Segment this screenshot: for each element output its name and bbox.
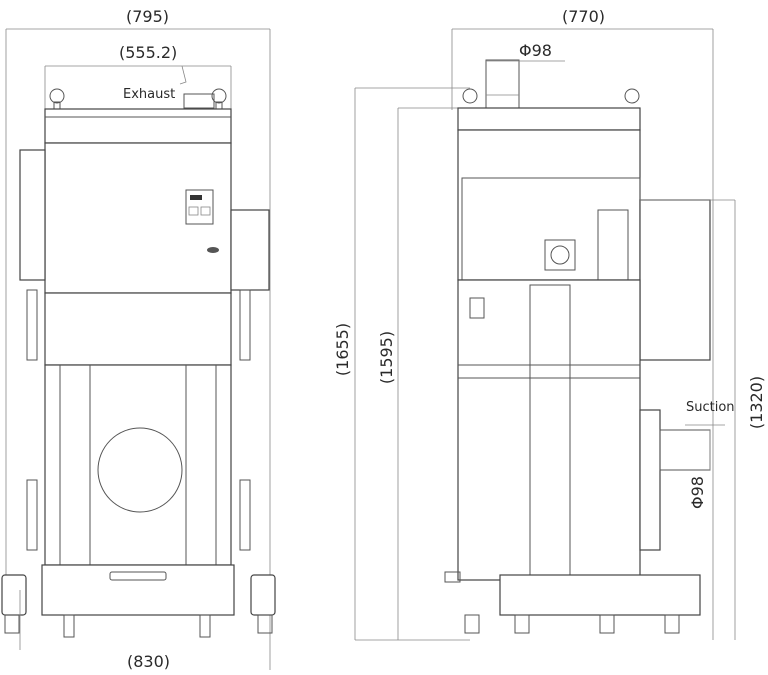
exhaust-diameter-label: Φ98: [519, 41, 552, 60]
suction-label: Suction: [686, 400, 735, 415]
front-view: [1, 28, 276, 670]
base-width-label: (830): [127, 652, 171, 671]
overall-width-label: (795): [126, 7, 170, 26]
suction-height-label: (1320): [747, 375, 767, 430]
body-height-label: (1595): [377, 330, 397, 385]
overall-depth-label: (770): [562, 7, 606, 26]
suction-diameter-label: Φ98: [687, 476, 707, 509]
top-width-label: (555.2): [119, 43, 178, 62]
exhaust-label: Exhaust: [123, 87, 176, 102]
side-view: [354, 28, 736, 641]
overall-height-label: (1655): [333, 322, 353, 377]
